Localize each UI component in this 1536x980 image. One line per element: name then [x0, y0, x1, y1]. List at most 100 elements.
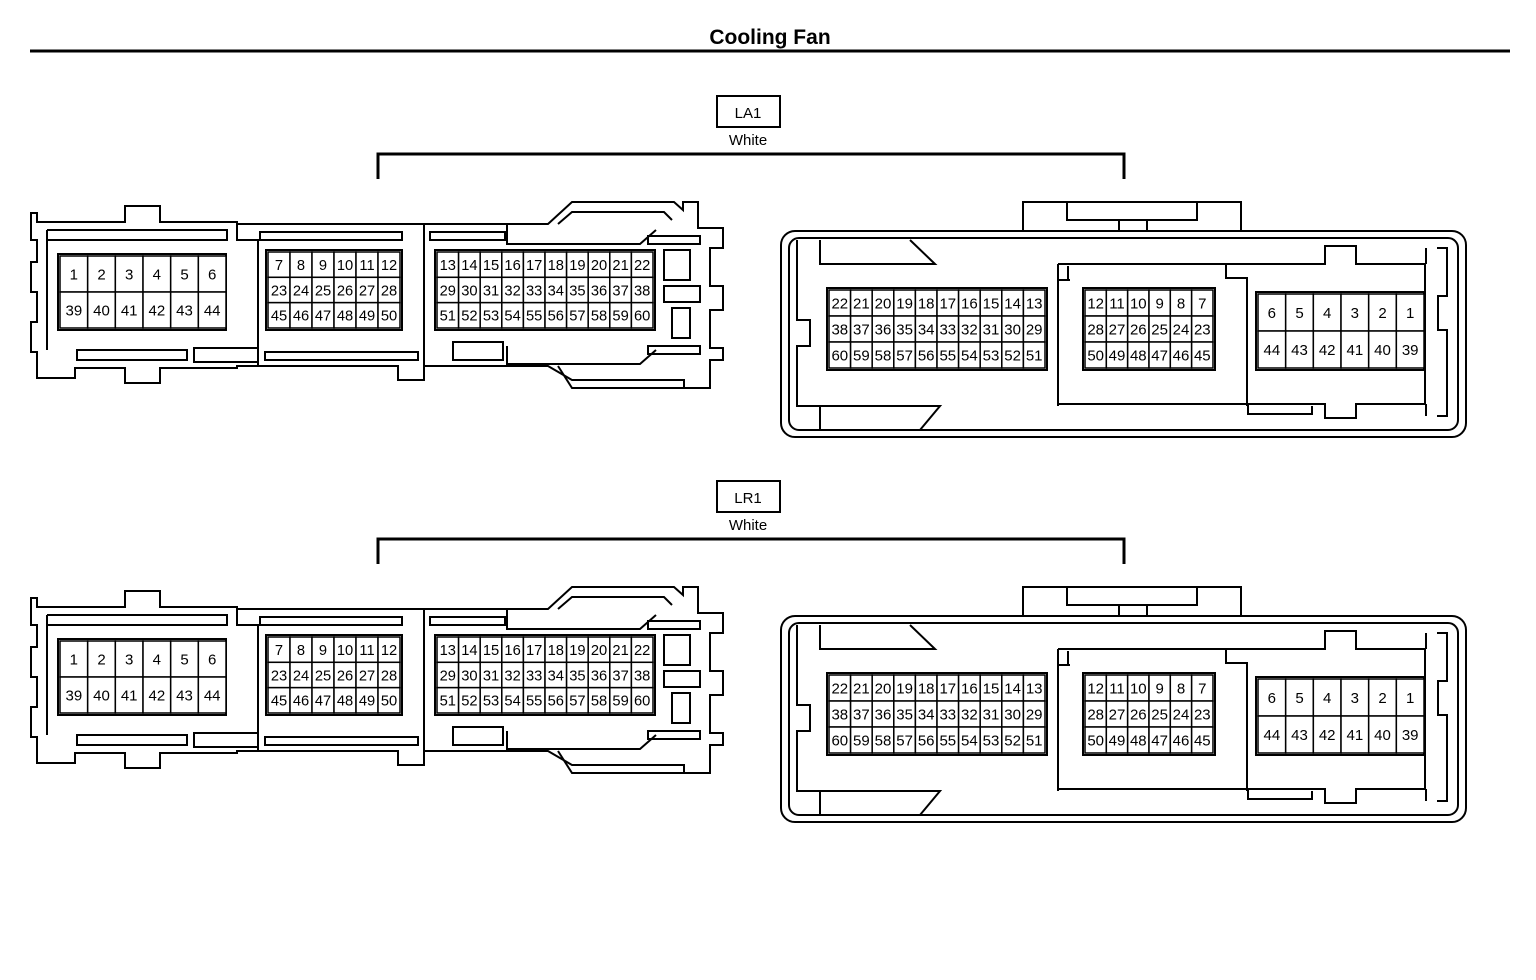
- pin-number: 24: [293, 283, 309, 299]
- pin-number: 57: [569, 309, 585, 325]
- pin-number: 39: [65, 687, 82, 704]
- connector-code: LA1: [735, 105, 762, 122]
- pin-cell: [1257, 293, 1287, 332]
- pin-number: 5: [1295, 305, 1303, 322]
- connector-code: LR1: [734, 490, 762, 507]
- pin-number: 3: [125, 266, 133, 283]
- pin-number: 41: [121, 302, 138, 319]
- pin-number: 1: [1406, 690, 1414, 707]
- pin-number: 27: [1109, 321, 1126, 338]
- pin-number: 53: [483, 309, 499, 325]
- pin-number: 16: [961, 295, 978, 312]
- pin-number: 49: [1109, 732, 1126, 749]
- pin-cell: [1257, 715, 1287, 754]
- pin-cell: [1284, 678, 1315, 717]
- pin-number: 52: [461, 309, 477, 325]
- pin-number: 53: [483, 694, 499, 710]
- pin-number: 54: [961, 732, 978, 749]
- pin-number: 7: [1198, 295, 1206, 312]
- pin-block-frame: [1082, 672, 1216, 756]
- pin-number: 7: [1198, 680, 1206, 697]
- pin-number: 27: [1109, 706, 1126, 723]
- pin-number: 52: [1004, 347, 1021, 364]
- connector-code-box: [716, 95, 781, 128]
- pin-number: 53: [983, 732, 1000, 749]
- pin-cell: [377, 301, 401, 329]
- pin-number: 6: [1268, 690, 1276, 707]
- pin-number: 52: [1004, 732, 1021, 749]
- pin-number: 31: [483, 283, 499, 299]
- pin-number: 47: [1151, 347, 1168, 364]
- pin-block-frame: [265, 634, 403, 716]
- pin-number: 46: [1173, 732, 1190, 749]
- pin-number: 59: [612, 309, 628, 325]
- pin-number: 54: [961, 347, 978, 364]
- pin-number: 1: [70, 651, 78, 668]
- pin-number: 4: [153, 266, 161, 283]
- pin-number: 36: [591, 283, 607, 299]
- pin-number: 41: [121, 687, 138, 704]
- pin-number: 6: [208, 266, 216, 283]
- pin-number: 46: [1173, 347, 1190, 364]
- pin-number: 25: [1151, 321, 1168, 338]
- pin-number: 22: [831, 680, 848, 697]
- pin-number: 10: [337, 258, 353, 274]
- pin-number: 9: [1155, 680, 1163, 697]
- pin-cell: [142, 255, 172, 293]
- pin-number: 57: [569, 694, 585, 710]
- pin-number: 23: [1194, 321, 1211, 338]
- pin-number: 51: [1026, 732, 1043, 749]
- pin-number: 25: [315, 668, 331, 684]
- pin-number: 17: [526, 643, 542, 659]
- pin-number: 53: [983, 347, 1000, 364]
- pin-cell: [1395, 330, 1425, 369]
- pin-number: 42: [149, 687, 166, 704]
- pin-number: 37: [612, 668, 628, 684]
- pin-number: 14: [461, 643, 477, 659]
- pin-number: 9: [1155, 295, 1163, 312]
- pin-cell: [1340, 715, 1370, 754]
- pin-number: 37: [853, 706, 870, 723]
- pin-number: 58: [591, 694, 607, 710]
- pin-number: 17: [939, 680, 956, 697]
- pin-number: 29: [440, 668, 456, 684]
- pin-cell: [86, 676, 117, 714]
- pin-number: 40: [1374, 727, 1391, 744]
- pin-number: 2: [97, 651, 105, 668]
- pin-number: 12: [1087, 680, 1104, 697]
- pin-number: 47: [1151, 732, 1168, 749]
- pin-number: 25: [1151, 706, 1168, 723]
- pin-number: 17: [526, 258, 542, 274]
- pin-cell: [630, 301, 654, 329]
- pin-number: 41: [1347, 342, 1364, 359]
- pin-number: 55: [939, 732, 956, 749]
- pin-number: 60: [634, 694, 650, 710]
- pin-number: 9: [319, 258, 327, 274]
- pin-number: 42: [1319, 342, 1336, 359]
- pin-cell: [114, 291, 144, 329]
- pin-number: 27: [359, 283, 375, 299]
- pin-number: 38: [831, 706, 848, 723]
- pin-number: 7: [275, 258, 283, 274]
- pin-number: 59: [612, 694, 628, 710]
- pin-cell: [86, 291, 117, 329]
- pin-block-frame: [265, 249, 403, 331]
- pin-number: 8: [1177, 680, 1185, 697]
- pin-number: 35: [569, 668, 585, 684]
- pin-number: 52: [461, 694, 477, 710]
- pin-number: 44: [204, 687, 221, 704]
- pin-number: 16: [504, 258, 520, 274]
- pin-number: 59: [853, 347, 870, 364]
- pin-cell: [1022, 341, 1046, 369]
- pin-number: 39: [1402, 342, 1419, 359]
- pin-number: 51: [440, 694, 456, 710]
- pin-number: 45: [271, 309, 287, 325]
- connector-code-box: [716, 480, 781, 513]
- pin-number: 18: [918, 295, 935, 312]
- left-housing-outline: [30, 586, 724, 774]
